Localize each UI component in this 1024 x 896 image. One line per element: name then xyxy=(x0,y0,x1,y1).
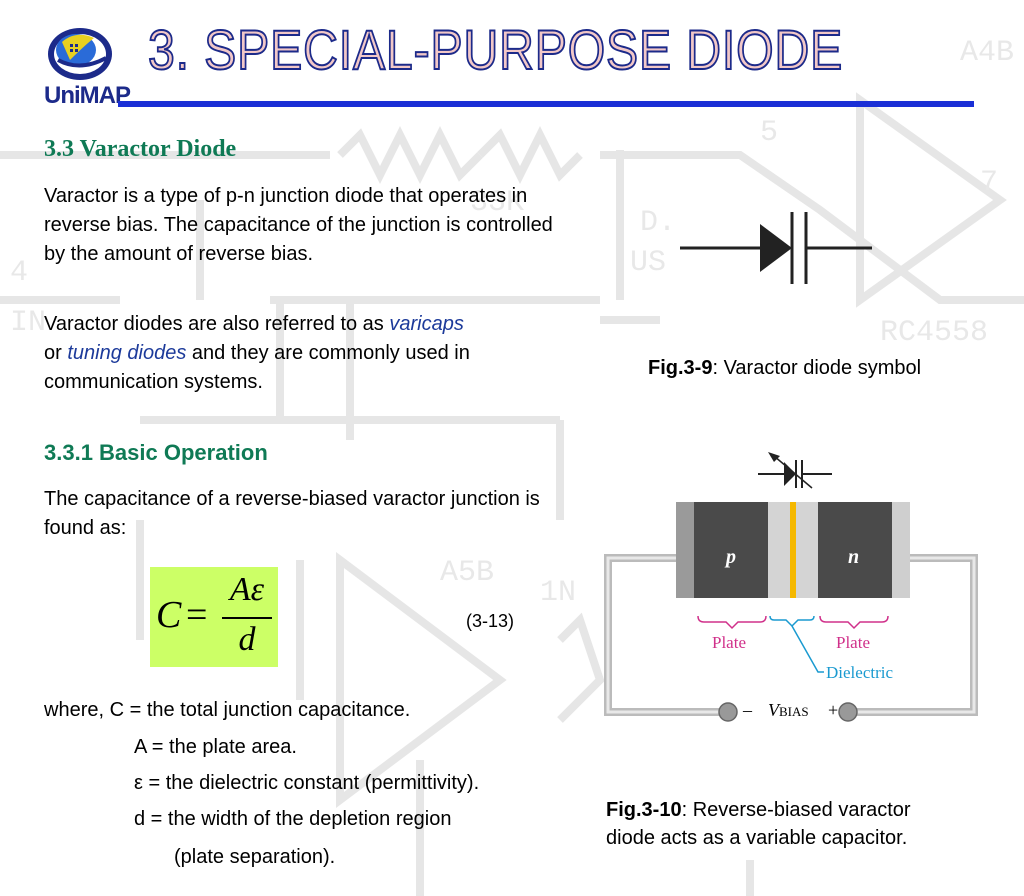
svg-text:US: US xyxy=(630,246,666,280)
svg-text:IN: IN xyxy=(10,306,46,340)
varactor-symbol-small-icon xyxy=(758,452,832,489)
svg-text:RC4558: RC4558 xyxy=(880,316,988,350)
fig-3-9-caption: Fig.3-9: Varactor diode symbol xyxy=(648,354,921,382)
reverse-biased-varactor-diagram xyxy=(604,452,978,722)
dielectric-label: Dielectric xyxy=(826,663,894,682)
svg-text:4: 4 xyxy=(10,256,28,290)
svg-text:A4B: A4B xyxy=(960,36,1014,70)
paragraph-definition: Varactor is a type of p-n junction diode… xyxy=(44,185,553,265)
fig-3-9-text: : Varactor diode symbol xyxy=(712,357,922,379)
subsection-heading: 3.3.1 Basic Operation xyxy=(44,440,268,465)
minus-terminal-label: – xyxy=(743,700,752,720)
term-tuning-diodes: tuning diodes xyxy=(67,342,187,364)
paragraph-capacitance-intro: The capacitance of a reverse-biased vara… xyxy=(44,488,540,539)
title-underline xyxy=(118,101,974,107)
equation-number: (3-13) xyxy=(466,611,515,631)
svg-text:D.: D. xyxy=(640,206,676,240)
varactor-diode-symbol-icon xyxy=(680,212,872,284)
svg-text:33K: 33K xyxy=(470,186,524,220)
vbias-subscript: BIAS xyxy=(779,704,809,719)
where-line-a: A = the plate area. xyxy=(134,736,297,758)
equation-numerator: Aε xyxy=(229,571,265,608)
fig-3-10-label: Fig.3-10 xyxy=(606,799,682,821)
where-line-d-note: (plate separation). xyxy=(174,846,336,868)
unimap-globe-logo-icon xyxy=(48,28,112,80)
fig-3-10-text-line2: diode acts as a variable capacitor. xyxy=(606,827,908,849)
svg-text:A5B: A5B xyxy=(440,556,494,590)
vbias-label: VBIAS xyxy=(768,700,809,721)
n-region-label: n xyxy=(848,546,860,568)
p-region-label: p xyxy=(726,546,736,568)
aliases-text-or: or xyxy=(44,342,68,364)
section-heading: 3.3 Varactor Diode xyxy=(44,136,237,162)
equation-lhs: C xyxy=(156,594,182,636)
equation-box: C = Aε d xyxy=(150,567,278,667)
fig-3-9-label: Fig.3-9 xyxy=(648,357,713,379)
equation-equals: = xyxy=(186,594,208,636)
equation-fraction-bar xyxy=(222,617,272,619)
where-line-c: where, C = the total junction capacitanc… xyxy=(44,699,411,721)
vbias-v: V xyxy=(768,700,779,720)
plate-label-right: Plate xyxy=(836,633,870,652)
fig-3-10-text-line1: : Reverse-biased varactor xyxy=(681,799,911,821)
where-line-d: d = the width of the depletion region xyxy=(134,808,452,830)
logo-text: UniMAP xyxy=(44,82,131,109)
where-line-epsilon: ε = the dielectric constant (permittivit… xyxy=(134,772,480,794)
equation-denominator: d xyxy=(238,621,256,658)
plus-terminal-label: + xyxy=(828,700,839,720)
aliases-text-b: and they are commonly used in communicat… xyxy=(44,342,470,393)
page-title: 3. SPECIAL-PURPOSE DIODE xyxy=(147,17,844,82)
svg-text:7: 7 xyxy=(980,166,998,200)
svg-text:5: 5 xyxy=(760,116,778,150)
aliases-text-a: Varactor diodes are also referred to as xyxy=(44,313,390,335)
svg-text:1N: 1N xyxy=(540,576,576,610)
plate-label-left: Plate xyxy=(712,633,746,652)
term-varicaps: varicaps xyxy=(389,313,464,335)
paragraph-aliases: Varactor diodes are also referred to as … xyxy=(44,310,564,397)
fig-3-10-caption: Fig.3-10: Reverse-biased varactor diode … xyxy=(606,796,911,852)
